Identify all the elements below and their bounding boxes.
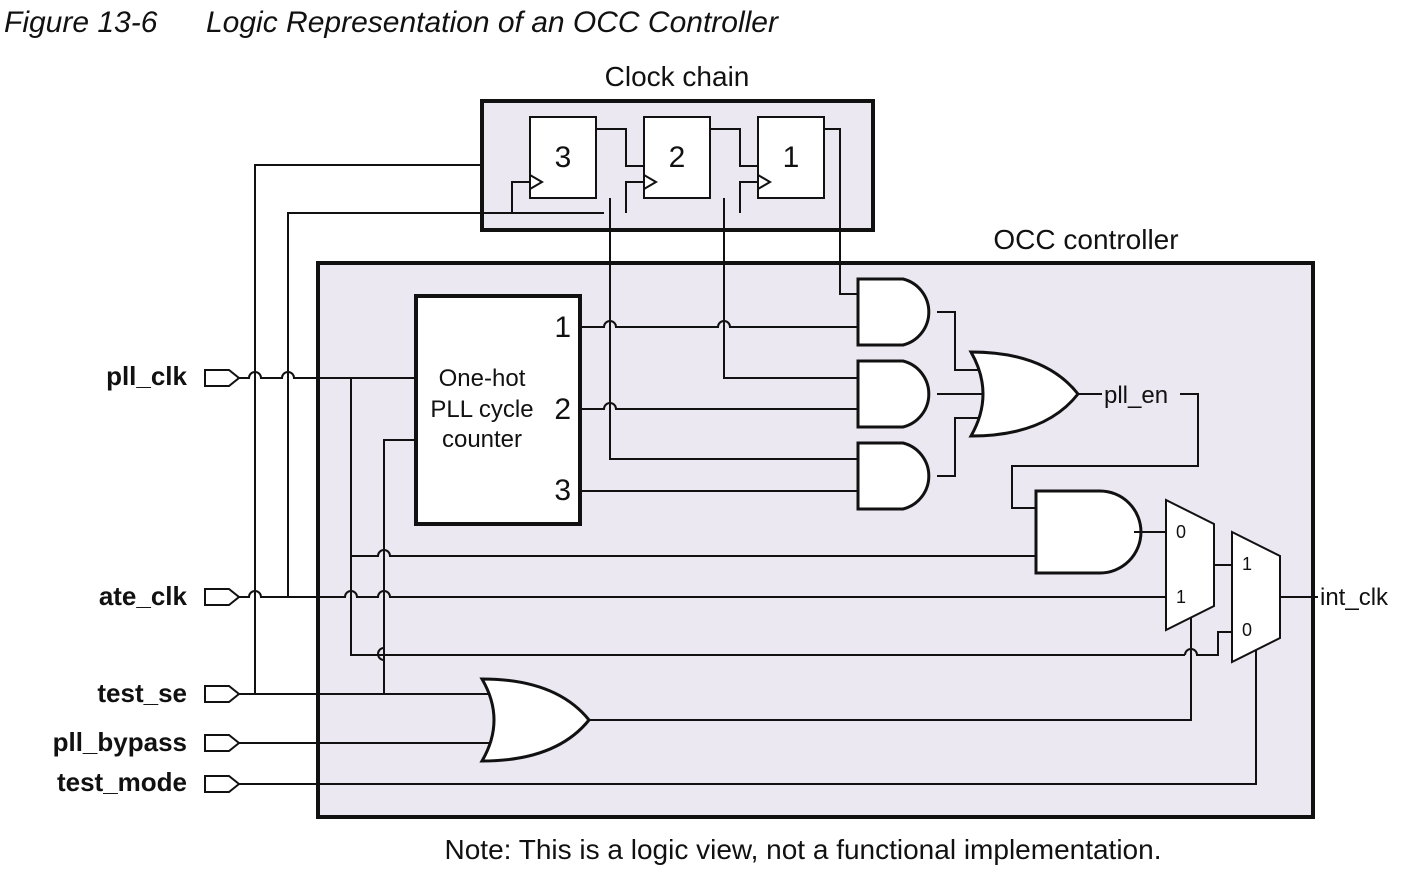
flip-flop-2-label: 2 — [669, 141, 686, 174]
mux-1: 0 1 — [1165, 498, 1215, 632]
flip-flop-3-label: 3 — [555, 141, 572, 174]
one-hot-counter: One-hot PLL cycle counter 1 2 3 — [414, 294, 582, 526]
counter-to-and-wiring — [580, 320, 858, 492]
figure-note: Note: This is a logic view, not a functi… — [445, 834, 1162, 865]
and-to-or-wiring — [937, 311, 983, 477]
counter-output-2: 2 — [554, 393, 571, 426]
counter-output-3: 3 — [554, 474, 571, 507]
counter-line-3: counter — [442, 426, 522, 453]
pll-en-label: pll_en — [1104, 382, 1168, 409]
pin-ate-clk: ate_clk — [99, 581, 188, 611]
pin-pll-bypass: pll_bypass — [53, 727, 187, 757]
pll-bypass-port-icon — [204, 734, 241, 752]
and-gate-3 — [856, 441, 931, 511]
mux1-input-0: 0 — [1176, 522, 1186, 542]
mux2-input-0: 0 — [1242, 620, 1252, 640]
pll-clk-port-icon — [204, 369, 241, 387]
clock-chain-label: Clock chain — [605, 61, 750, 92]
figure-number: Figure 13-6 — [4, 6, 158, 39]
pin-pll-clk: pll_clk — [106, 361, 187, 391]
test-se-port-icon — [204, 685, 241, 703]
flip-flop-1-label: 1 — [783, 141, 800, 174]
input-pins: pll_clk ate_clk test_se pll_bypass test_… — [53, 361, 241, 797]
flip-flop-2: 2 — [643, 116, 711, 199]
flip-flop-3: 3 — [529, 116, 597, 199]
pin-test-mode: test_mode — [57, 767, 187, 797]
mux-2: 1 0 — [1231, 530, 1281, 664]
clock-chain-wiring — [254, 128, 858, 694]
and-gate-gating — [1034, 489, 1143, 575]
and-gate-1 — [856, 277, 931, 347]
input-wiring — [239, 371, 1257, 785]
or-gate-pll-en — [968, 350, 1080, 438]
counter-line-1: One-hot — [439, 365, 526, 392]
and-gate-2 — [856, 359, 931, 429]
figure-title: Logic Representation of an OCC Controlle… — [206, 6, 779, 39]
occ-controller-label: OCC controller — [993, 224, 1178, 255]
or-gate-bypass — [479, 677, 591, 763]
ate-clk-port-icon — [204, 588, 241, 606]
pin-test-se: test_se — [97, 678, 187, 708]
counter-line-2: PLL cycle — [430, 396, 533, 423]
counter-output-1: 1 — [554, 311, 571, 344]
test-mode-port-icon — [204, 775, 241, 793]
flip-flop-1: 1 — [757, 116, 825, 199]
pll-en-route — [1011, 393, 1199, 509]
int-clk-label: int_clk — [1320, 584, 1389, 611]
mux2-input-1: 1 — [1242, 554, 1252, 574]
mux1-input-1: 1 — [1176, 587, 1186, 607]
